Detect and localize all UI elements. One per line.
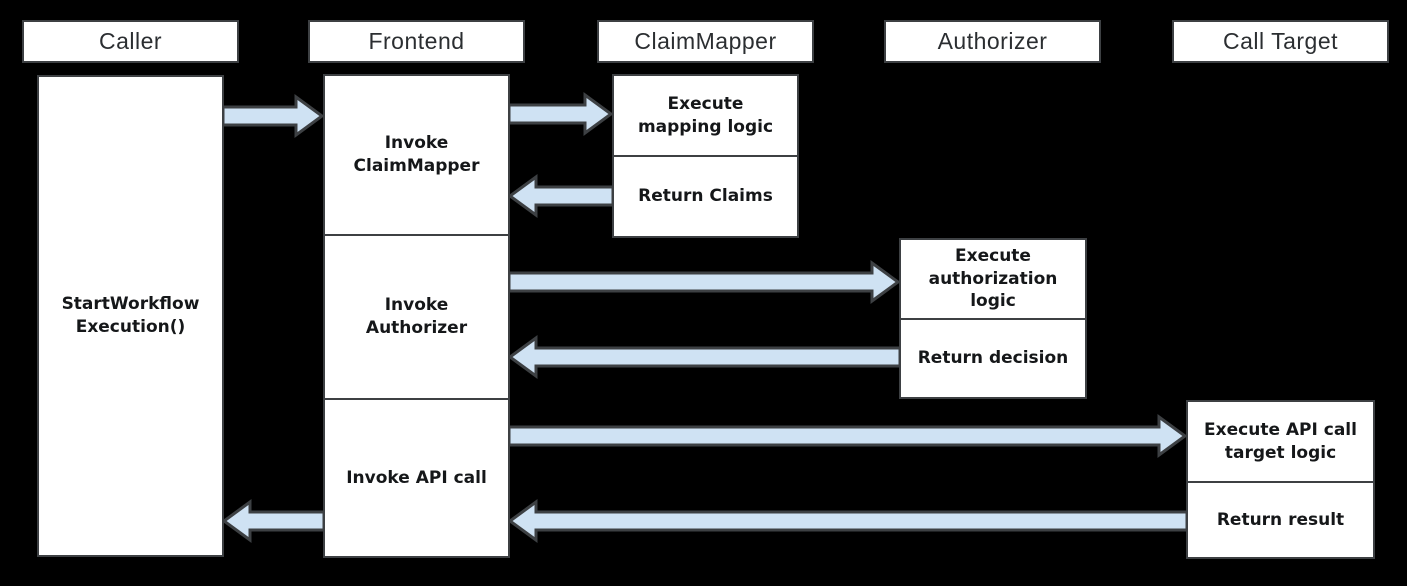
activity-execute-api-call-target-logic: Execute API call target logic — [1188, 402, 1373, 481]
activity-label: Return result — [1216, 509, 1345, 530]
arrow-frontend-to-calltarget — [509, 414, 1187, 458]
arrow-frontend-to-claimmapper — [509, 92, 613, 136]
activity-invoke-authorizer: Invoke Authorizer — [325, 234, 508, 398]
lane-header-label: Authorizer — [937, 28, 1048, 54]
authorizer-activity-stack: Execute authorization logic Return decis… — [899, 238, 1087, 399]
activity-label: Execute mapping logic — [637, 93, 774, 137]
claimmapper-activity-stack: Execute mapping logic Return Claims — [612, 74, 799, 238]
lane-header-label: ClaimMapper — [634, 28, 777, 54]
arrow-frontend-to-authorizer — [509, 260, 900, 304]
activity-label: Execute API call target logic — [1204, 419, 1357, 463]
lane-header-label: Frontend — [368, 28, 465, 54]
activity-return-decision: Return decision — [901, 318, 1085, 397]
activity-label: Execute authorization logic — [928, 245, 1058, 312]
arrow-claimmapper-to-frontend — [508, 174, 613, 218]
activity-return-claims: Return Claims — [614, 155, 797, 236]
arrow-caller-to-frontend — [223, 94, 324, 138]
arrow-authorizer-to-frontend — [508, 335, 900, 379]
activity-execute-mapping-logic: Execute mapping logic — [614, 76, 797, 155]
lane-header-calltarget: Call Target — [1172, 20, 1389, 63]
activity-execute-authorization-logic: Execute authorization logic — [901, 240, 1085, 318]
activity-invoke-claimmapper: Invoke ClaimMapper — [325, 76, 508, 234]
activity-return-result: Return result — [1188, 481, 1373, 557]
arrow-calltarget-to-frontend — [508, 499, 1187, 543]
calltarget-activity-stack: Execute API call target logic Return res… — [1186, 400, 1375, 559]
lane-header-frontend: Frontend — [308, 20, 525, 63]
lane-header-caller: Caller — [22, 20, 239, 63]
lane-header-label: Caller — [98, 28, 163, 54]
lane-header-authorizer: Authorizer — [884, 20, 1101, 63]
activity-label: Return Claims — [638, 186, 773, 207]
activity-label: Return decision — [917, 348, 1069, 369]
activity-invoke-api-call: Invoke API call — [325, 398, 508, 556]
frontend-activity-stack: Invoke ClaimMapper Invoke Authorizer Inv… — [323, 74, 510, 558]
arrow-frontend-to-caller — [222, 499, 324, 543]
activity-label: Invoke Authorizer — [365, 295, 468, 338]
lane-header-label: Call Target — [1222, 28, 1339, 54]
activity-label: StartWorkflow Execution() — [61, 294, 200, 337]
activity-startworkflowexecution: StartWorkflow Execution() — [37, 75, 224, 557]
lane-header-claimmapper: ClaimMapper — [597, 20, 814, 63]
activity-label: Invoke API call — [346, 467, 487, 488]
activity-label: Invoke ClaimMapper — [353, 133, 480, 176]
